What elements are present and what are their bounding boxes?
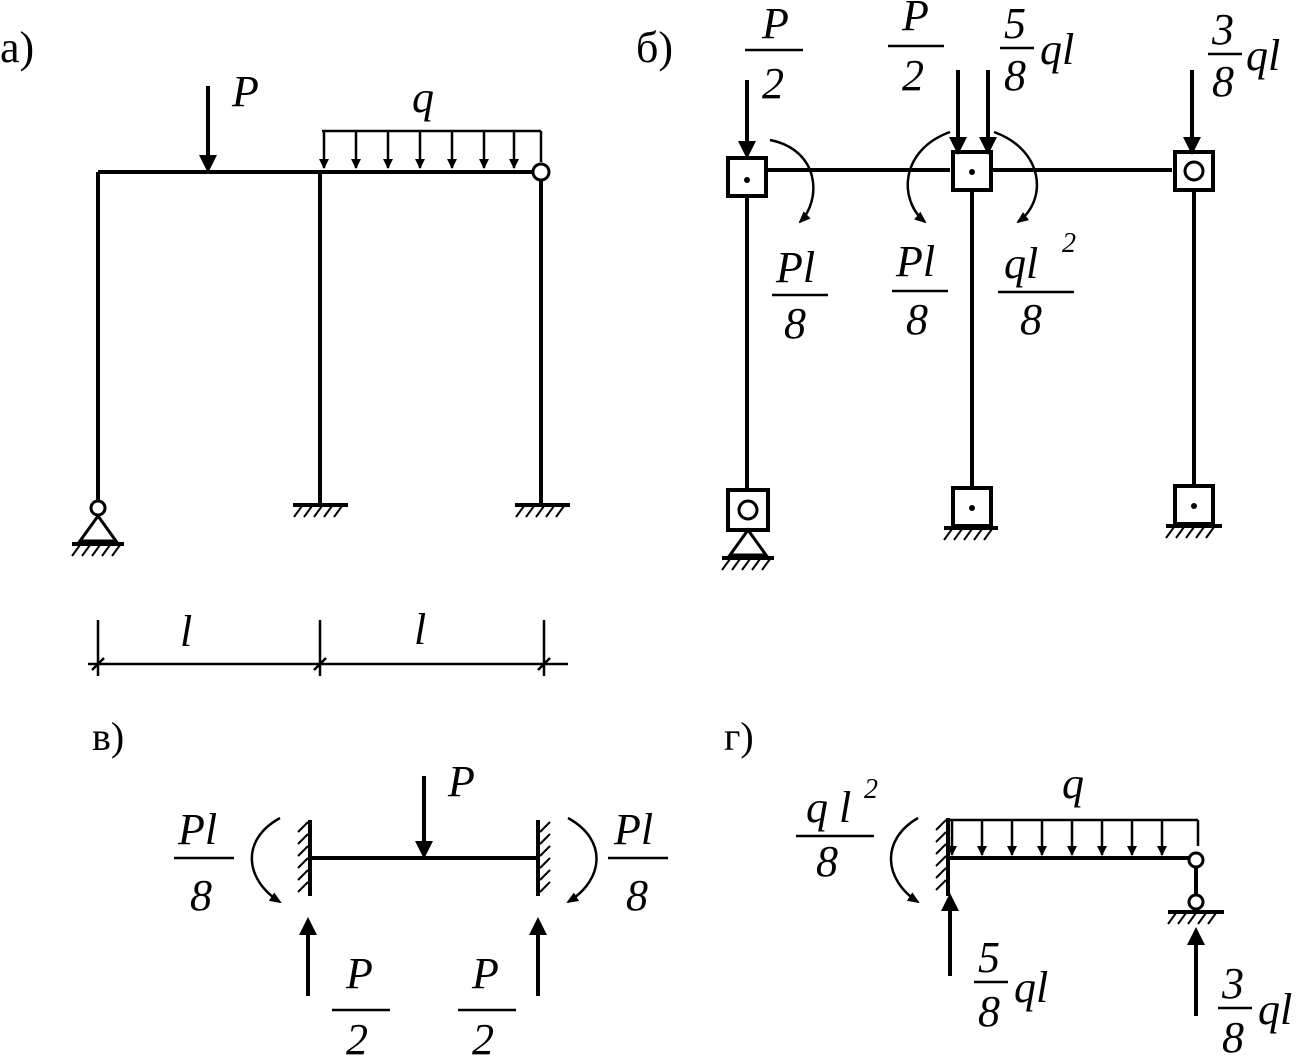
panel-a: а) <box>0 23 570 676</box>
fraction-moment-mid-left: Pl 8 <box>892 237 948 344</box>
fraction-den: 8 <box>1004 51 1026 100</box>
moment-arrow-icon <box>993 130 1039 224</box>
fraction-moment-left: Pl 8 <box>174 805 234 920</box>
moment-arrow-icon <box>566 816 598 904</box>
fixed-wall-icon <box>935 818 950 896</box>
fraction-react-left: P 2 <box>332 949 390 1059</box>
fraction-num: 5 <box>978 933 1000 982</box>
dimension-line <box>88 620 568 676</box>
node-lock-icon <box>726 156 768 198</box>
fraction-top-left: P 2 <box>745 0 803 108</box>
fraction-moment-left: q l 2 8 <box>796 774 878 886</box>
fraction-den: 8 <box>190 871 212 920</box>
moment-arrow-icon <box>769 138 815 224</box>
fraction-sup: 2 <box>864 774 878 805</box>
fraction-num: P <box>471 949 499 998</box>
moment-arrow-icon <box>906 130 951 224</box>
fraction-react-right: 3 8 ql <box>1218 959 1292 1059</box>
distributed-load-q <box>319 129 543 169</box>
fraction-num: Pl <box>613 805 653 854</box>
fixed-node-icon <box>943 486 998 541</box>
frame-b <box>745 168 1196 490</box>
fraction-den: 2 <box>902 51 924 100</box>
moment-arrow-icon <box>889 816 920 904</box>
fraction-top-right-force: 3 8 ql <box>1208 5 1280 106</box>
fraction-num: Pl <box>177 805 217 854</box>
fraction-den: 2 <box>472 1015 494 1059</box>
fraction-suffix: ql <box>1014 963 1048 1012</box>
fraction-num: 3 <box>1211 5 1234 54</box>
fraction-den: 8 <box>1222 1013 1244 1059</box>
fraction-den: 8 <box>626 871 648 920</box>
fraction-num: 5 <box>1004 0 1026 48</box>
fraction-suffix: ql <box>1258 985 1292 1034</box>
fraction-num: P <box>761 0 789 48</box>
dim-right-label: l <box>414 605 426 654</box>
panel-b: б) <box>636 0 1280 571</box>
fixed-support-icon <box>293 503 348 518</box>
panel-d-label: г) <box>724 714 754 759</box>
node-lock-icon <box>951 150 993 192</box>
panel-c-label: в) <box>92 714 124 759</box>
panel-c: в) P <box>92 714 668 1059</box>
fraction-react-left: 5 8 ql <box>974 933 1048 1036</box>
fraction-num: 3 <box>1221 959 1244 1008</box>
fraction-suffix: ql <box>1246 31 1280 80</box>
fraction-den: 2 <box>762 59 784 108</box>
panel-b-label: б) <box>636 23 673 72</box>
fixed-support-icon <box>515 503 570 518</box>
fraction-suffix: ql <box>1040 25 1074 74</box>
load-p-label: P <box>231 67 259 116</box>
load-q-label: q <box>1062 759 1084 808</box>
load-q-label: q <box>412 73 434 122</box>
dim-left-label: l <box>180 607 192 656</box>
fraction-den: 8 <box>1212 57 1234 106</box>
fraction-moment-mid-right: ql 2 8 <box>998 228 1076 344</box>
fraction-den: 8 <box>784 299 806 348</box>
fixed-node-icon <box>1165 484 1222 539</box>
fraction-react-right: P 2 <box>458 949 516 1059</box>
pin-support-icon <box>71 499 124 557</box>
fraction-sup: 2 <box>1062 228 1076 259</box>
fraction-top-mid: P 2 <box>888 0 944 100</box>
frame-a <box>96 162 551 503</box>
fraction-top-mid-force: 5 8 ql <box>1000 0 1074 100</box>
fraction-num: q l <box>806 783 851 832</box>
moment-arrow-icon <box>250 816 282 904</box>
fraction-num: Pl <box>775 243 815 292</box>
pin-support-icon <box>1167 851 1224 925</box>
fraction-moment-right: Pl 8 <box>608 805 668 920</box>
fraction-num: Pl <box>895 237 935 286</box>
fraction-den: 8 <box>906 295 928 344</box>
node-rotation-icon <box>726 488 770 532</box>
hinge-icon <box>531 162 551 182</box>
fraction-den: 8 <box>978 987 1000 1036</box>
fraction-den: 8 <box>1020 295 1042 344</box>
fraction-den: 8 <box>816 837 838 886</box>
panel-d: г) <box>724 714 1292 1059</box>
panel-a-label: а) <box>0 23 34 72</box>
fraction-moment-left: Pl 8 <box>772 243 828 348</box>
fixed-wall-icon <box>536 820 551 896</box>
fixed-wall-icon <box>297 820 312 896</box>
distributed-load-q <box>947 818 1200 856</box>
fraction-num: ql <box>1004 239 1038 288</box>
node-rotation-icon <box>1173 150 1215 192</box>
fraction-den: 2 <box>346 1015 368 1059</box>
fraction-num: P <box>901 0 929 40</box>
pin-support-icon <box>721 527 774 571</box>
fraction-num: P <box>345 949 373 998</box>
load-p-label: P <box>447 757 475 806</box>
